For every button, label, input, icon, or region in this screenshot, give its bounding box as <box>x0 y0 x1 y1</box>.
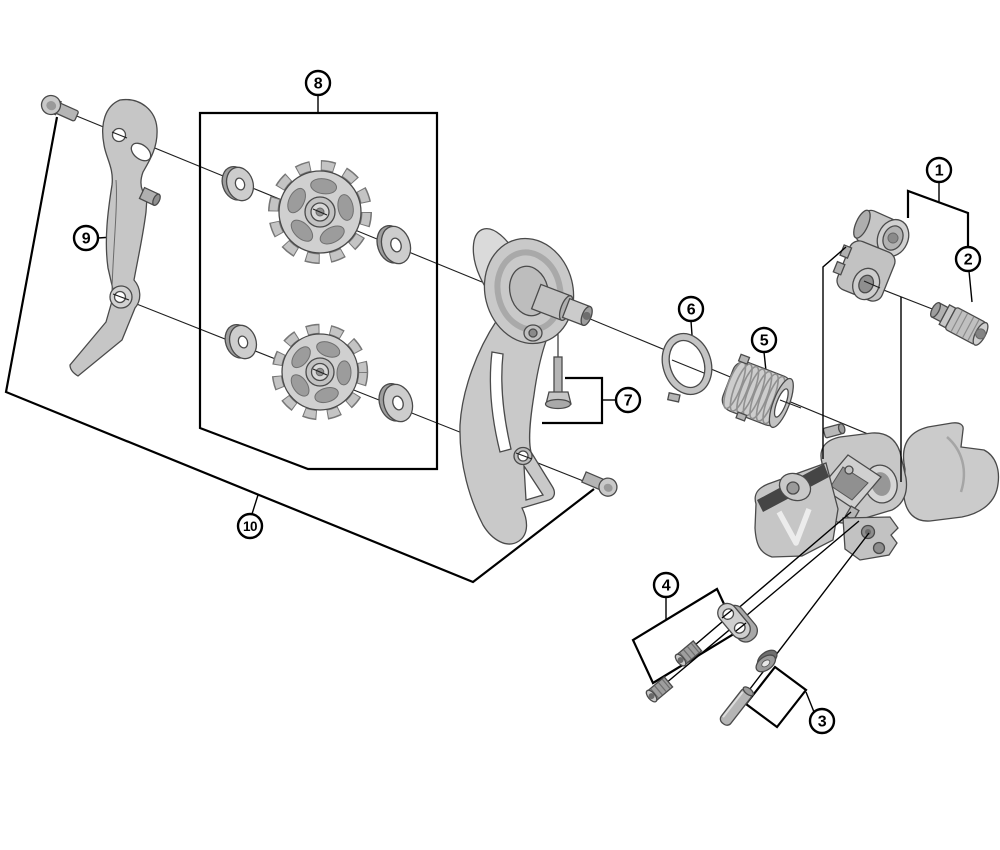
callout-9-label: 9 <box>82 231 91 248</box>
adjusting-barrel <box>929 301 989 346</box>
body-link-window <box>830 466 869 501</box>
pulley-lower <box>271 323 369 421</box>
derailleur-body <box>754 422 1000 561</box>
limit-screw-2 <box>645 676 674 703</box>
pulley-washer-lower-right <box>378 383 414 423</box>
body-top-bolt <box>822 423 846 439</box>
callout-9: 9 <box>72 224 100 252</box>
callouts: 1 2 3 4 5 6 7 8 9 10 <box>72 69 982 735</box>
callout-5-label: 5 <box>760 333 769 350</box>
callout-8-label: 8 <box>314 76 323 93</box>
fixing-bolt <box>719 686 755 726</box>
body-v-mark <box>776 508 812 546</box>
callout-1-label: 1 <box>935 163 944 180</box>
cage-pivot-bolt <box>544 356 572 410</box>
callout-2-label: 2 <box>964 252 973 269</box>
body-cover <box>903 422 1000 522</box>
callout-1: 1 <box>925 156 953 184</box>
bracket-part-10 <box>4 116 595 584</box>
pulley-washer-lower-left <box>224 324 258 360</box>
plate-screw-lower <box>580 471 618 497</box>
bracket-part-1 <box>906 189 970 247</box>
callout-4: 4 <box>652 571 680 599</box>
cage-axle <box>530 283 593 327</box>
callout-6-label: 6 <box>687 302 696 319</box>
box-part-8 <box>198 111 439 471</box>
pulley-upper <box>268 160 372 264</box>
pulley-washer-upper-left <box>221 166 255 202</box>
pulley-washer-upper-right <box>376 225 412 265</box>
bracket-part-3 <box>744 665 808 729</box>
callout-2: 2 <box>954 245 982 273</box>
install-leader-lines <box>658 246 902 703</box>
limit-screw-1 <box>674 640 703 667</box>
inner-cage-plate <box>69 98 161 377</box>
callout-7: 7 <box>614 386 642 414</box>
callout-4-label: 4 <box>662 578 671 595</box>
callout-5: 5 <box>750 326 778 354</box>
callout-10-label: 10 <box>243 519 257 534</box>
callout-7-label: 7 <box>624 393 633 410</box>
callout-3-label: 3 <box>818 714 827 731</box>
outer-cage-plate <box>459 228 593 545</box>
cable-plate <box>717 602 758 643</box>
callout-3: 3 <box>808 707 836 735</box>
body-left-plate <box>754 462 839 558</box>
callout-6: 6 <box>677 295 705 323</box>
tension-spring <box>721 353 794 429</box>
clip-ring <box>661 332 713 403</box>
callout-10: 10 <box>236 512 264 540</box>
plate-screw-top <box>40 94 79 122</box>
fixing-washer <box>755 649 778 673</box>
callout-8: 8 <box>304 69 332 97</box>
bracket-axle-unit <box>832 209 910 302</box>
